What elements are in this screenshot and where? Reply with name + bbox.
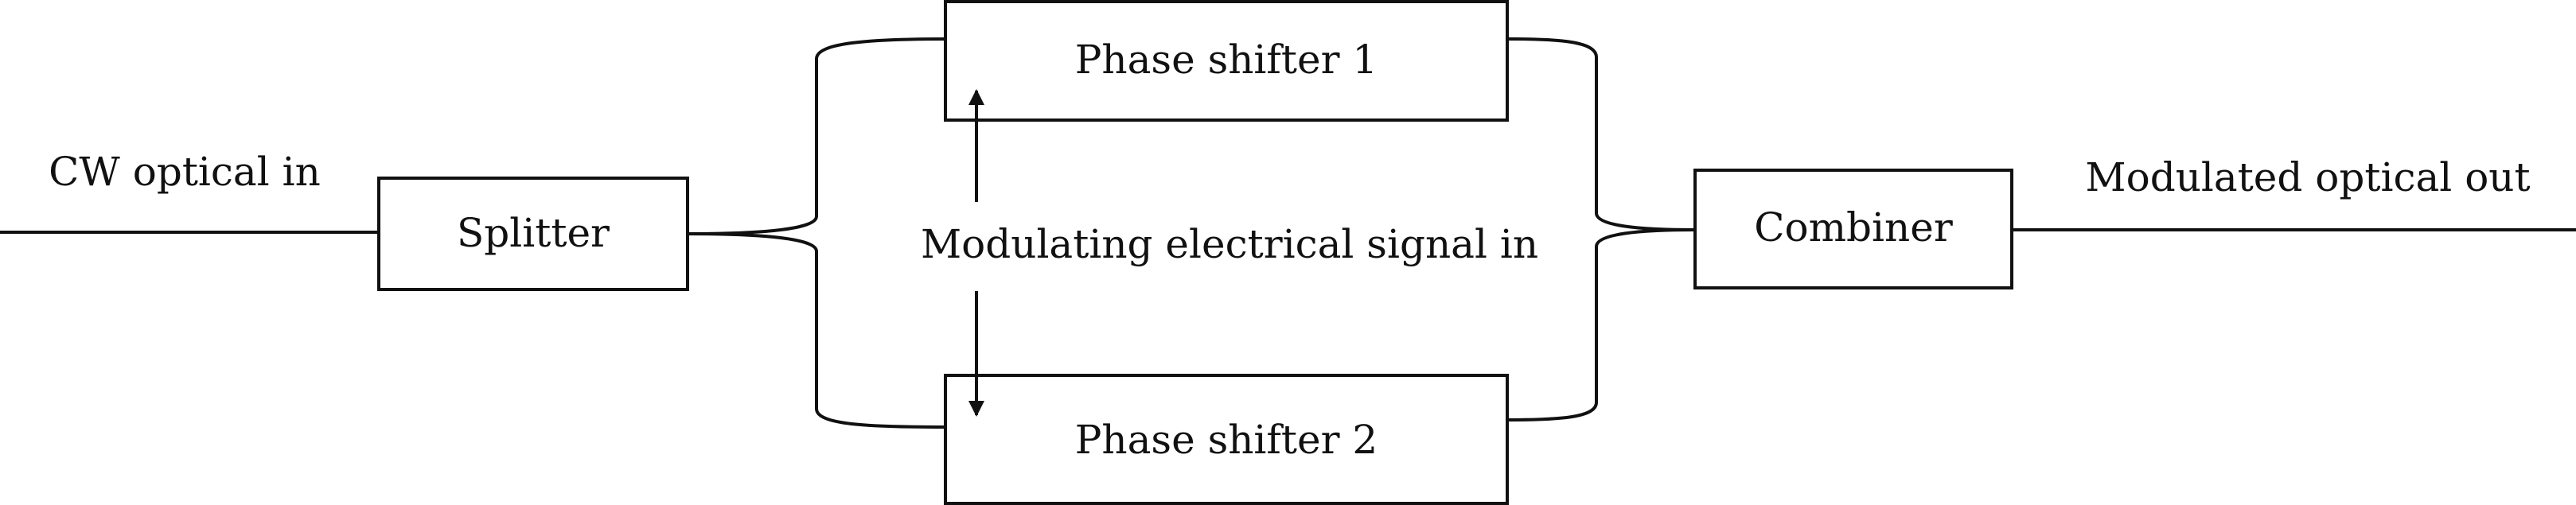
phase-shifter-1-label: Phase shifter 1 bbox=[1075, 37, 1378, 83]
phase-shifter-2-box bbox=[944, 374, 1509, 505]
upper-arm-path bbox=[687, 37, 946, 235]
upper-output-path bbox=[1506, 37, 1696, 231]
phase-shifter-2-label: Phase shifter 2 bbox=[1075, 417, 1378, 463]
lower-arm-path bbox=[687, 232, 946, 429]
splitter-box bbox=[377, 177, 689, 291]
output-label: Modulated optical out bbox=[2085, 154, 2530, 200]
input-label: CW optical in bbox=[49, 149, 321, 195]
combiner-box bbox=[1693, 169, 2013, 289]
signal-label: Modulating electrical signal in bbox=[921, 221, 1538, 267]
phase-shifter-1-box bbox=[944, 0, 1509, 122]
lower-output-path bbox=[1506, 228, 1696, 421]
splitter-label: Splitter bbox=[457, 210, 610, 256]
combiner-label: Combiner bbox=[1754, 204, 1953, 251]
